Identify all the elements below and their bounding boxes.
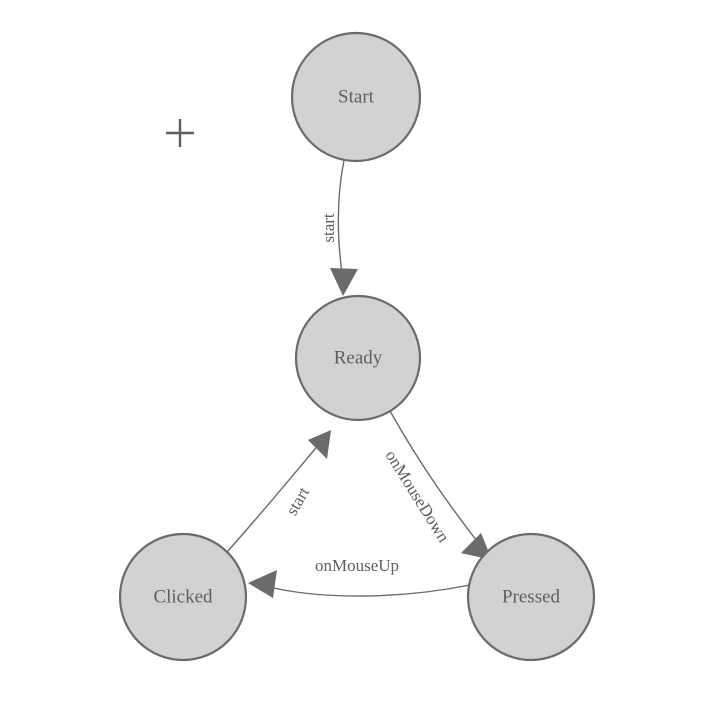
edge-line-clicked-to-ready: [226, 442, 321, 553]
node-circle-clicked[interactable]: [118, 532, 248, 662]
edge-label-clicked-to-ready: start: [282, 484, 313, 519]
edge-line-pressed-to-clicked: [264, 584, 471, 597]
node-label-clicked: Clicked: [153, 586, 213, 607]
edge-clicked-to-ready[interactable]: start: [226, 430, 331, 553]
node-clicked[interactable]: Clicked: [118, 532, 248, 662]
node-start[interactable]: Start: [290, 31, 422, 163]
edge-ready-to-pressed[interactable]: onMouseDown: [382, 410, 492, 560]
crosshair-icon[interactable]: [166, 119, 194, 147]
arrowhead-pressed-to-clicked: [248, 570, 277, 598]
edge-label-ready-to-pressed: onMouseDown: [382, 447, 454, 546]
edge-label-start-to-ready: start: [319, 213, 338, 243]
node-ready[interactable]: Ready: [294, 294, 422, 422]
node-pressed[interactable]: Pressed: [466, 532, 596, 662]
node-circle-pressed[interactable]: [466, 532, 596, 662]
edge-label-pressed-to-clicked: onMouseUp: [315, 556, 399, 575]
node-label-pressed: Pressed: [502, 586, 561, 607]
edge-line-ready-to-pressed: [389, 410, 485, 551]
arrowhead-start-to-ready: [330, 268, 358, 296]
node-label-start: Start: [338, 86, 375, 107]
node-circle-ready[interactable]: [294, 294, 422, 422]
edge-start-to-ready[interactable]: start: [319, 159, 358, 296]
node-circle-start[interactable]: [290, 31, 422, 163]
node-label-ready: Ready: [334, 347, 383, 368]
edge-pressed-to-clicked[interactable]: onMouseUp: [248, 556, 471, 598]
arrowhead-clicked-to-ready: [308, 430, 331, 459]
edge-line-start-to-ready: [337, 159, 345, 282]
